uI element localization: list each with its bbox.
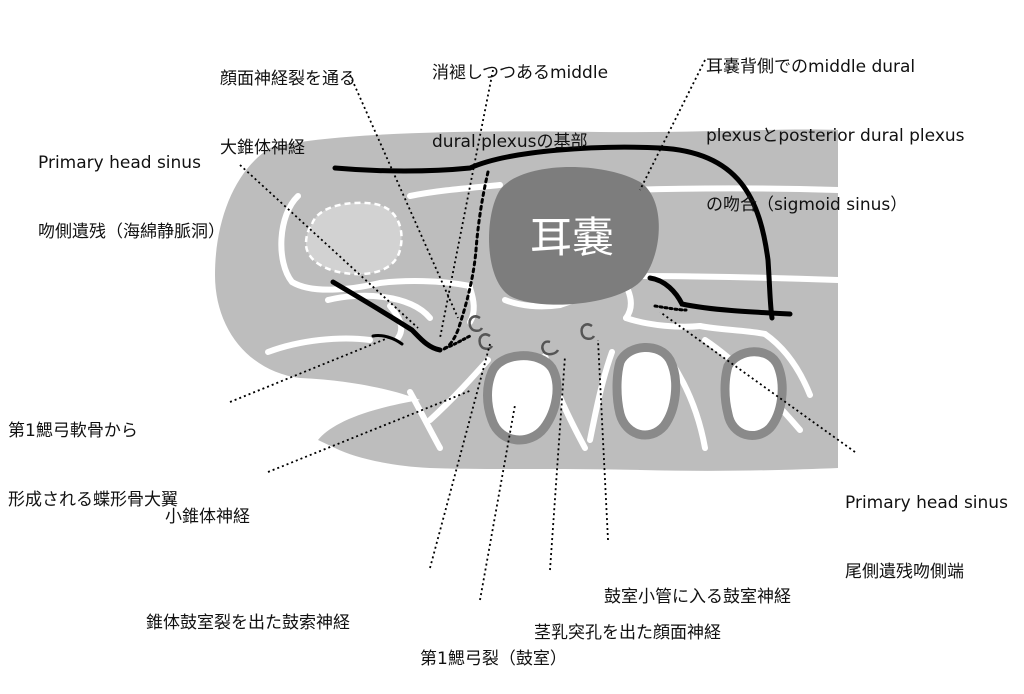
label-line: 耳嚢背側でのmiddle dural [706,56,965,79]
label-line: 大錐体神経 [220,137,356,160]
label-line: 第1鰓弓裂（鼓室） [420,648,567,671]
label-line: 錐体鼓室裂を出た鼓索神経 [146,612,350,635]
label-first-pharyngeal-cleft: 第1鰓弓裂（鼓室） [420,602,567,694]
label-line: 顔面神経裂を通る [220,68,356,91]
anatomy-diagram: 耳嚢 顔面神経裂を通る 大錐体神経 消褪しつ [0,0,1024,630]
label-sphenoid-greater-wing: 第1鰓弓軟骨から 形成される蝶形骨大翼 [8,374,178,535]
label-line: plexusとposterior dural plexus [706,125,965,148]
label-sigmoid-sinus: 耳嚢背側でのmiddle dural plexusとposterior dura… [706,10,965,240]
label-line: 第1鰓弓軟骨から [8,420,178,443]
label-greater-petrosal-nerve: 顔面神経裂を通る 大錐体神経 [220,22,356,183]
otic-capsule-label: 耳嚢 [530,213,614,262]
label-line: 吻側遺残（海綿静脈洞） [38,221,225,244]
arch-rings [488,347,783,440]
label-middle-dural-plexus-base: 消褪しつつあるmiddle dural plexusの基部 [432,16,608,177]
label-chorda-tympani: 錐体鼓室裂を出た鼓索神経 [146,566,350,658]
label-line: 尾側遺残吻側端 [845,561,1008,584]
label-line: Primary head sinus [845,492,1008,515]
label-line: 形成される蝶形骨大翼 [8,489,178,512]
label-lesser-petrosal-nerve: 小錐体神経 [165,460,250,552]
label-line: 消褪しつつあるmiddle [432,62,608,85]
label-line: dural plexusの基部 [432,131,608,154]
cartilage-blob [306,203,402,274]
label-line: 小錐体神経 [165,506,250,529]
label-line: の吻合（sigmoid sinus） [706,194,965,217]
label-line: Primary head sinus [38,152,225,175]
label-primary-head-sinus-caudal: Primary head sinus 尾側遺残吻側端 [845,446,1008,607]
label-primary-head-sinus-rostral: Primary head sinus 吻側遺残（海綿静脈洞） [38,106,225,267]
